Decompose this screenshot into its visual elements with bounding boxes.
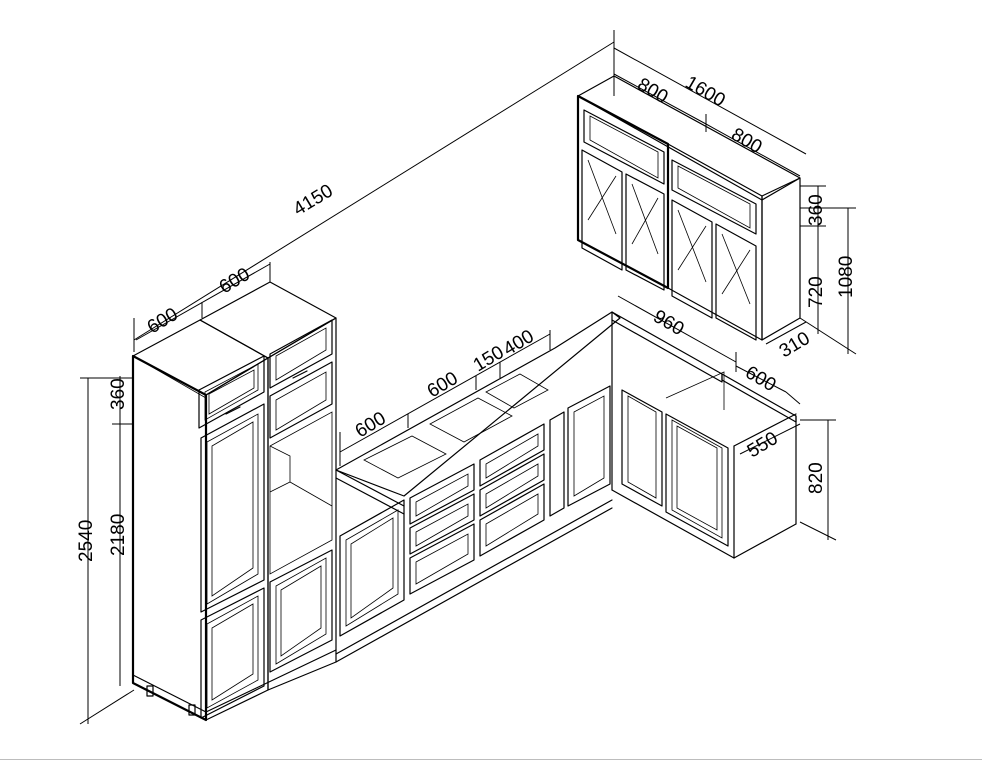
- dim-top-height: 360: [108, 378, 129, 410]
- dim-total-length: 4150: [290, 181, 337, 221]
- corner-run: [611, 311, 797, 559]
- dim-corner-end: 600: [742, 362, 780, 396]
- tall-cabinets: [131, 281, 337, 722]
- dim-corner-depth: 550: [744, 428, 782, 462]
- dim-base-2: 600: [424, 368, 462, 402]
- dim-wall-total: 1600: [682, 72, 729, 111]
- base-run: [335, 311, 621, 663]
- dim-tall-body-height: 2180: [108, 514, 129, 556]
- dim-wall-right: 800: [728, 124, 766, 158]
- dim-wall-total-height: 1080: [836, 256, 857, 298]
- wall-cabinets: [576, 75, 801, 341]
- dim-total-height: 2540: [76, 520, 97, 562]
- dimension-labels: 4150 600 600 360 2180 2540 600 600 150 4…: [76, 72, 857, 562]
- dim-corner-length: 960: [650, 306, 688, 340]
- dim-wall-body-height: 720: [806, 276, 827, 308]
- dim-base-4: 400: [500, 326, 538, 360]
- dim-base-1: 600: [352, 408, 390, 442]
- dim-wall-left: 800: [634, 74, 672, 108]
- dim-wall-depth: 310: [776, 328, 814, 362]
- dimension-lines: [79, 30, 857, 725]
- dim-base-height: 820: [806, 462, 827, 494]
- bottom-rule: [0, 759, 982, 760]
- dim-wall-top-height: 360: [806, 194, 827, 226]
